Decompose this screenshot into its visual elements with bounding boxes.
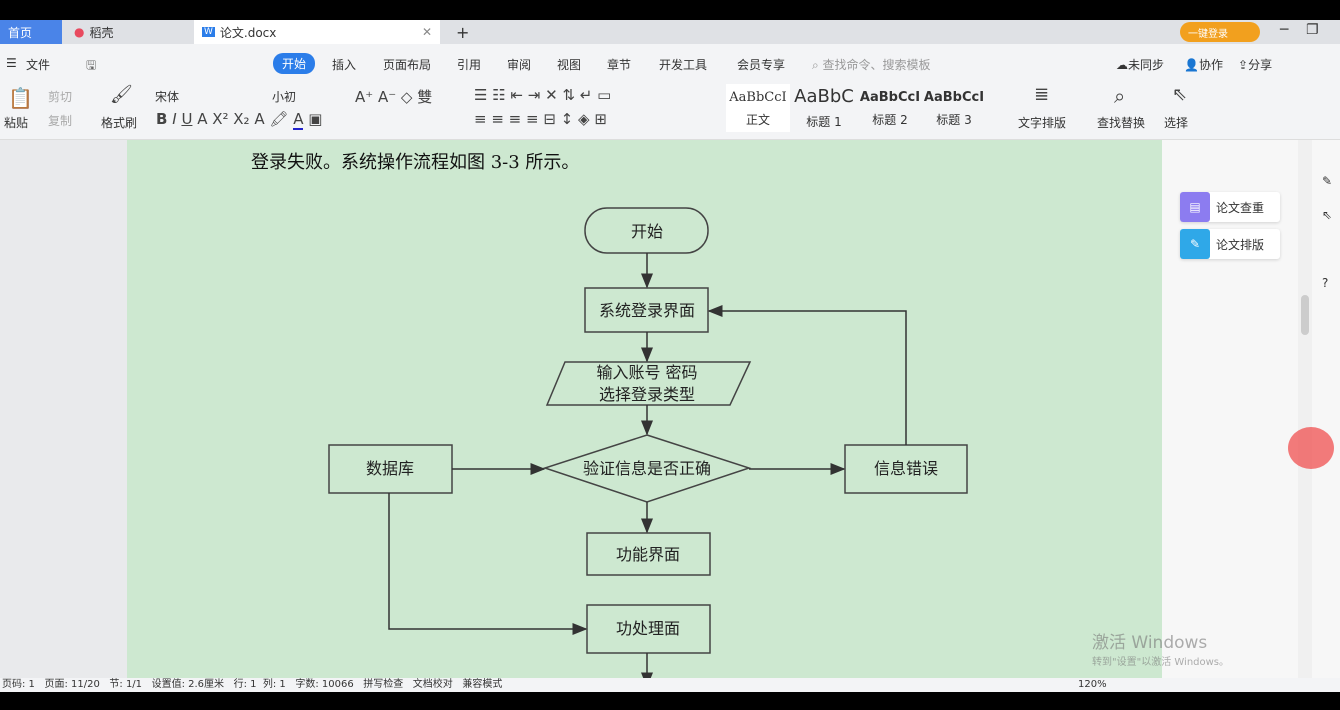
pointer-icon[interactable]: ⇖ [1322, 208, 1333, 222]
menu-review[interactable]: 审阅 [507, 58, 532, 72]
flowchart: 开始 系统登录界面 输入账号 密码 选择登录类型 验证信息是否正确 数据库 信息… [328, 207, 968, 678]
cut-button[interactable]: 剪切 [48, 90, 73, 104]
menu-view[interactable]: 视图 [557, 58, 582, 72]
scrollbar-thumb[interactable] [1301, 295, 1309, 335]
cursor-highlight [1288, 427, 1334, 469]
writer-icon: W [202, 27, 215, 37]
input-label-2: 选择登录类型 [599, 385, 695, 404]
format-painter-icon[interactable]: 🖌 [110, 84, 133, 105]
format-tools-icon[interactable]: B I U A X² X₂ A 🖍 A ▣ [156, 110, 323, 130]
paste-icon[interactable]: 📋 [8, 86, 33, 110]
status-row: 行: 1 [233, 679, 257, 690]
database-label: 数据库 [366, 459, 414, 478]
status-setting: 设置值: 2.6厘米 [151, 679, 225, 690]
status-word-count: 字数: 10066 [295, 679, 354, 690]
close-icon[interactable]: ✕ [421, 25, 432, 39]
error-label: 信息错误 [874, 459, 938, 478]
font-select[interactable]: 宋体 [155, 90, 180, 104]
proofread-button[interactable]: 文档校对 [412, 679, 453, 690]
menu-developer[interactable]: 开发工具 [659, 58, 708, 72]
daoke-icon: ● [74, 25, 85, 39]
menu-chapter[interactable]: 章节 [607, 58, 632, 72]
menu-home[interactable]: 开始 [273, 53, 316, 74]
compat-mode: 兼容模式 [462, 679, 503, 690]
menu-bar: ☰ 文件 🖫 开始 插入 页面布局 引用 审阅 视图 章节 开发工具 会员专享 … [0, 44, 1340, 82]
cursor-icon[interactable]: ⇖ [1172, 84, 1188, 105]
help-icon[interactable]: ? [1322, 276, 1329, 290]
paragraph-text: 登录失败。系统操作流程如图 3-3 所示。 [251, 152, 580, 173]
check-icon: ▤ [1180, 192, 1210, 222]
status-section: 节: 1/1 [109, 679, 143, 690]
layout-icon: ✎ [1180, 229, 1210, 259]
function-label: 功能界面 [616, 545, 680, 564]
process-label: 功处理面 [616, 619, 680, 638]
copy-button[interactable]: 复制 [48, 114, 73, 128]
status-bar: 页码: 1 页面: 11/20 节: 1/1 设置值: 2.6厘米 行: 1 列… [0, 678, 1340, 692]
menu-insert[interactable]: 插入 [332, 58, 357, 72]
vertical-scrollbar[interactable] [1298, 140, 1312, 678]
login-label: 系统登录界面 [599, 301, 695, 320]
sync-button[interactable]: ☁未同步 [1116, 58, 1165, 72]
start-label: 开始 [631, 222, 663, 241]
status-page-number: 页码: 1 [2, 679, 35, 690]
right-toolbar: ✎ ⇖ ? [1312, 140, 1340, 678]
select-button[interactable]: 选择 [1164, 116, 1189, 130]
font-size-select[interactable]: 小初 [272, 90, 297, 104]
font-tools-icon[interactable]: A⁺ A⁻ ◇ 雙 [355, 88, 433, 106]
member-login-button[interactable]: 一键登录 [1180, 22, 1260, 42]
tab-daoke[interactable]: ●稻壳 [74, 25, 114, 40]
paper-check-button[interactable]: ▤论文查重 [1180, 192, 1280, 222]
pen-icon[interactable]: ✎ [1322, 174, 1333, 188]
tab-home[interactable]: 首页 [0, 20, 62, 44]
format-painter-button[interactable]: 格式刷 [101, 116, 138, 130]
search-icon[interactable]: ⌕ [1114, 84, 1126, 108]
menu-file[interactable]: 文件 [26, 58, 51, 72]
menu-reference[interactable]: 引用 [457, 58, 482, 72]
spell-check-button[interactable]: 拼写检查 [363, 679, 404, 690]
align-tools-icon[interactable]: ≡ ≡ ≡ ≡ ⊟ ↕ ◈ ⊞ [474, 110, 607, 128]
paper-layout-button[interactable]: ✎论文排版 [1180, 229, 1280, 259]
save-icon[interactable]: 🖫 [86, 58, 97, 72]
paste-button[interactable]: 粘贴 [4, 116, 29, 130]
text-layout-icon[interactable]: ≣ [1034, 84, 1050, 105]
status-page-count: 页面: 11/20 [44, 679, 100, 690]
list-tools-icon[interactable]: ☰ ☷ ⇤ ⇥ ✕ ⇅ ↵ ▭ [474, 86, 612, 104]
menu-member[interactable]: 会员专享 [737, 58, 786, 72]
flow-arrows [388, 253, 907, 678]
input-node [545, 361, 752, 406]
verify-label: 验证信息是否正确 [583, 459, 711, 478]
input-label-1: 输入账号 密码 [596, 363, 697, 382]
zoom-level[interactable]: 120% [1078, 679, 1107, 690]
share-button[interactable]: ⇪分享 [1238, 58, 1273, 72]
ribbon: 📋 粘贴 剪切 复制 🖌 格式刷 宋体 小初 A⁺ A⁻ ◇ 雙 B I U A… [0, 82, 1340, 140]
status-column: 列: 1 [262, 679, 286, 690]
text-layout-button[interactable]: 文字排版 [1018, 116, 1067, 130]
new-tab-button[interactable]: + [456, 22, 470, 42]
menu-layout[interactable]: 页面布局 [383, 58, 432, 72]
collab-button[interactable]: 👤协作 [1184, 58, 1223, 72]
menu-icon[interactable]: ☰ [6, 56, 17, 70]
document-page[interactable]: 登录失败。系统操作流程如图 3-3 所示。 [127, 140, 1162, 678]
command-search[interactable]: ⌕ 查找命令、搜索模板 [812, 58, 931, 72]
minimize-icon[interactable]: ─ [1280, 22, 1289, 38]
maximize-icon[interactable]: ❐ [1306, 22, 1319, 38]
find-replace-button[interactable]: 查找替换 [1097, 116, 1146, 130]
